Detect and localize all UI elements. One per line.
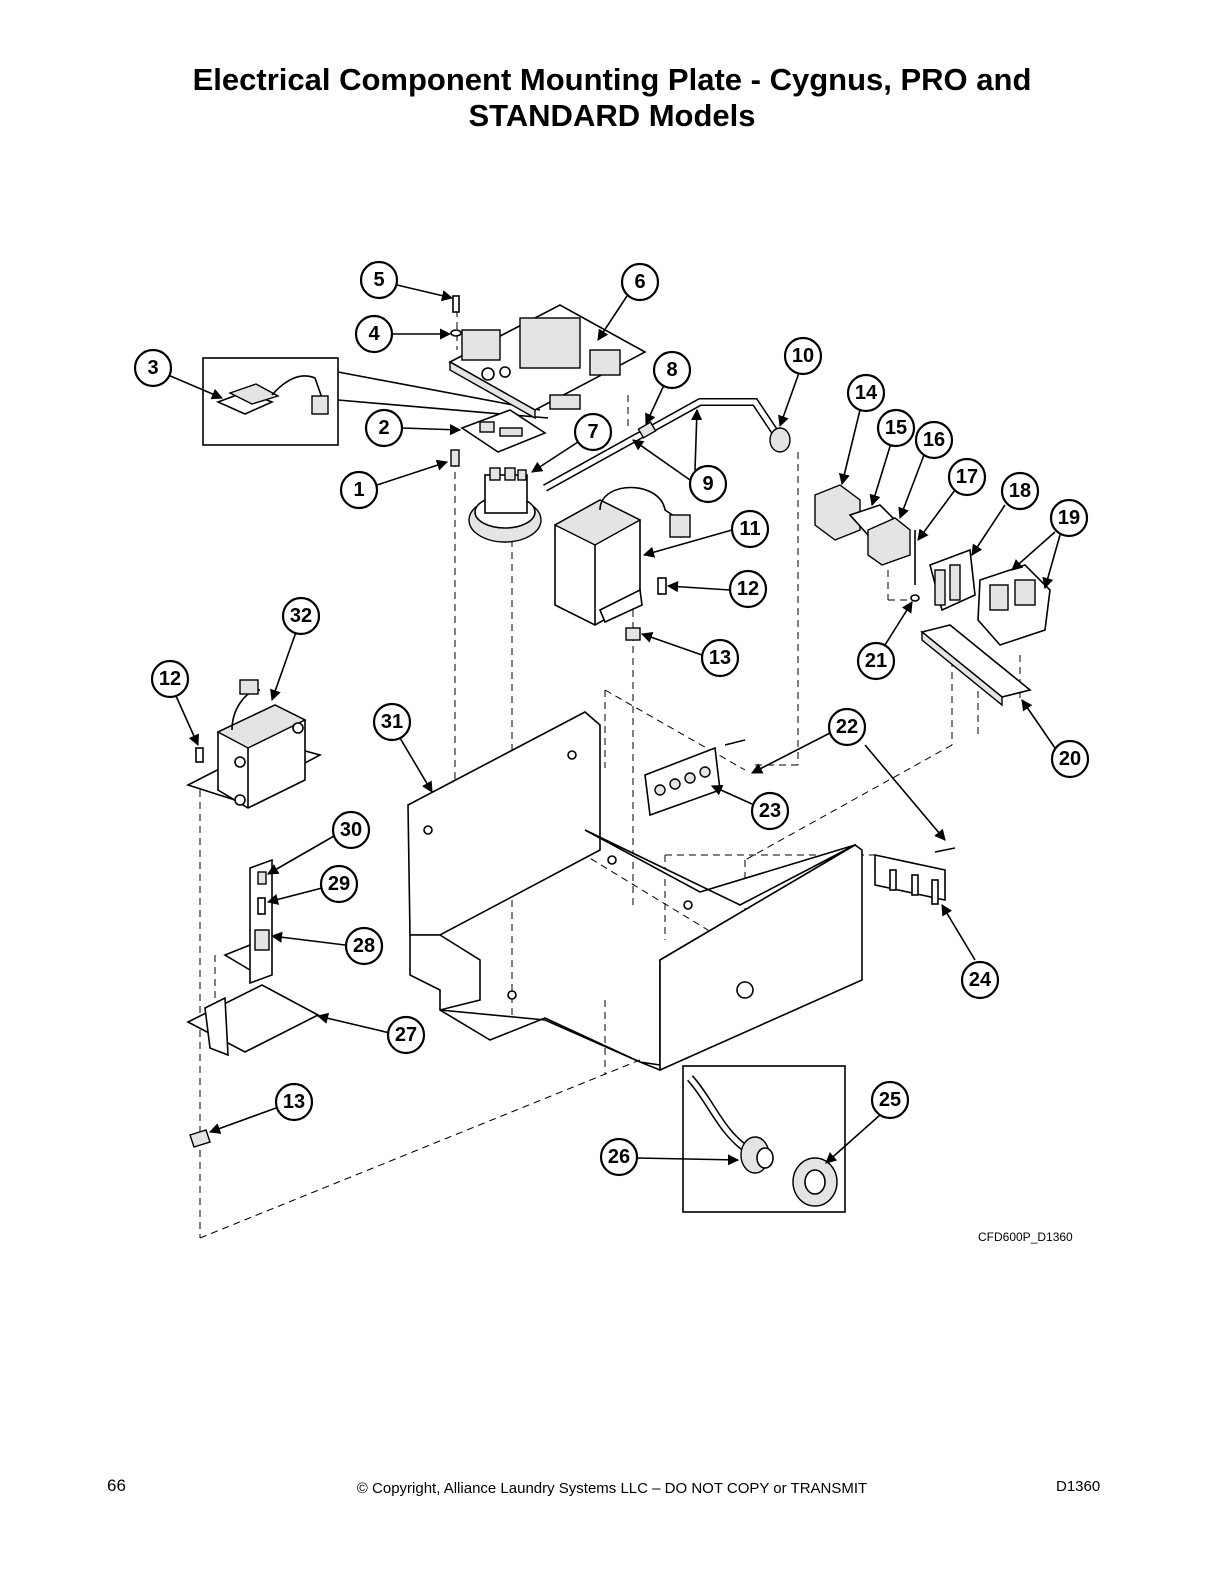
page-title: Electrical Component Mounting Plate - Cy… [0,62,1224,134]
callout-27: 27 [386,1015,426,1055]
callout-19-label: 19 [1058,507,1080,529]
callout-20-label: 20 [1059,748,1081,770]
callout-28-label: 28 [353,935,375,957]
part-31-mounting-plate [407,711,863,1072]
part-2-small-board [460,409,547,453]
callout-26: 26 [599,1137,639,1177]
callout-16-label: 16 [923,429,945,451]
callout-32: 32 [281,596,321,636]
callout-10-label: 10 [792,345,814,367]
callout-1-label: 1 [353,479,364,501]
title-line-2: STANDARD Models [468,98,756,133]
part-23-terminal-block [644,739,746,817]
callout-4-label: 4 [368,323,380,345]
parts-25-26-grommet [682,1065,846,1213]
callout-15: 15 [876,408,916,448]
callout-21: 21 [856,641,896,681]
document-code: D1360 [1056,1478,1101,1495]
callout-1: 1 [339,470,379,510]
callout-9-label: 9 [702,473,713,495]
part-11-transformer [553,486,691,626]
callout-17-label: 17 [956,466,978,488]
callout-23-label: 23 [759,800,781,822]
callout-12-lower-label: 12 [159,668,181,690]
parts-8-9-10-hose [543,398,791,492]
callout-5-label: 5 [373,269,384,291]
callout-30: 30 [331,810,371,850]
callout-15-label: 15 [885,417,907,439]
callout-31: 31 [372,702,412,742]
callout-16: 16 [914,420,954,460]
callout-6-label: 6 [634,271,645,293]
callout-leader-lines [167,284,1061,1166]
fasteners-1-4-5 [450,295,462,467]
callout-2: 2 [364,408,404,448]
callout-12-lower: 12 [150,659,190,699]
part-3-harness [202,357,549,446]
callout-13-upper: 13 [700,638,740,678]
callout-19: 19 [1049,498,1089,538]
callout-17: 17 [947,457,987,497]
callout-12-upper: 12 [728,569,768,609]
callout-20: 20 [1050,739,1090,779]
callout-24: 24 [960,960,1000,1000]
callout-21-label: 21 [865,650,887,672]
callout-29-label: 29 [328,873,350,895]
callout-28: 28 [344,926,384,966]
drawing-id: CFD600P_D1360 [978,1230,1073,1244]
callout-13-lower: 13 [274,1082,314,1122]
callout-31-label: 31 [381,711,403,733]
callout-22: 22 [827,707,867,747]
callout-3-label: 3 [147,357,158,379]
callout-11: 11 [730,509,770,549]
callout-22-label: 22 [836,716,858,738]
parts-27-30-fuse-bracket [186,858,320,1148]
callout-8-label: 8 [666,359,677,381]
callout-6: 6 [620,262,660,302]
callout-18: 18 [1000,471,1040,511]
callout-13-upper-label: 13 [709,647,731,669]
callout-14: 14 [846,373,886,413]
callout-27-label: 27 [395,1024,417,1046]
parts-14-19-din-components [814,484,1051,646]
fasteners-12-13-upper [625,577,667,641]
callout-10: 10 [783,336,823,376]
callout-23: 23 [750,791,790,831]
callout-25-label: 25 [879,1089,901,1111]
part-20-din-rail [920,624,1032,707]
callout-11-label: 11 [739,518,760,540]
callout-25: 25 [870,1080,910,1120]
callout-5: 5 [359,260,399,300]
title-line-1: Electrical Component Mounting Plate - Cy… [192,62,1032,97]
copyright-notice: © Copyright, Alliance Laundry Systems LL… [356,1480,868,1497]
part-7-pressure-switch [468,467,542,543]
callout-18-label: 18 [1009,480,1031,502]
callout-4: 4 [354,314,394,354]
callout-14-label: 14 [855,382,878,404]
callout-8: 8 [652,350,692,390]
callout-29: 29 [319,864,359,904]
callout-30-label: 30 [340,819,362,841]
callout-7: 7 [573,412,613,452]
page-number: 66 [107,1476,126,1495]
callout-26-label: 26 [608,1146,630,1168]
callout-24-label: 24 [969,969,992,991]
callout-9: 9 [688,464,728,504]
part-24-bracket [874,847,956,905]
callout-13-lower-label: 13 [283,1091,305,1113]
callout-12-upper-label: 12 [737,578,759,600]
part-32-transformer [185,679,323,809]
callout-32-label: 32 [290,605,312,627]
callout-3: 3 [133,348,173,388]
callout-2-label: 2 [378,417,389,439]
part-6-control-board [448,304,647,420]
callout-7-label: 7 [587,421,598,443]
